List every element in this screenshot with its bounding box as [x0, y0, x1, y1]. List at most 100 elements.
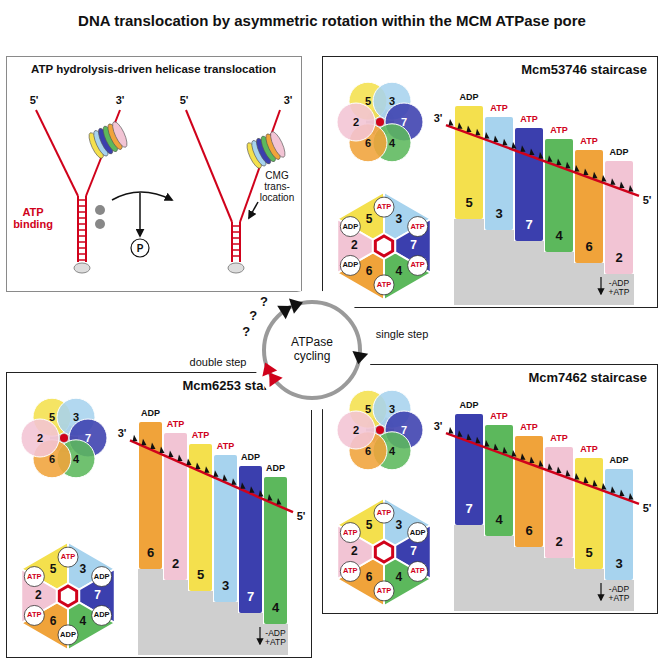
callout-label: 3: [222, 579, 229, 593]
nucleotide-site: [374, 275, 394, 295]
callout-label: 4: [396, 571, 403, 584]
dna-strand: [36, 110, 78, 196]
subunit-bar: [605, 161, 633, 274]
nucleotide-tick: [620, 182, 625, 189]
nucleotide-tick: [169, 451, 174, 458]
nucleotide-tick: [494, 443, 499, 450]
callout-label: ATP: [377, 281, 391, 289]
callout-label: 5': [643, 502, 652, 514]
callout-label: 3': [284, 94, 293, 106]
base-pair: [232, 231, 240, 233]
staircase-figure: [337, 390, 639, 611]
callout-label: ATP binding: [8, 206, 58, 230]
base-pair: [78, 211, 86, 213]
panel-heading: ATP hydrolysis-driven helicase transloca…: [13, 63, 294, 76]
nucleotide-tick: [503, 139, 508, 146]
nucleotide-tick: [539, 460, 544, 467]
nucleotide-site: [92, 567, 112, 587]
nucleotide-tick: [467, 434, 472, 441]
callout-label: 5: [465, 196, 472, 210]
cycle-arc: [264, 302, 360, 398]
callout-label: 7: [410, 545, 417, 558]
cycle-arrowhead: [289, 299, 303, 314]
callout-label: single step: [376, 328, 429, 340]
callout-label: 3: [73, 411, 79, 423]
base-pair: [232, 255, 240, 257]
hexagon-segment: [384, 559, 431, 607]
callout-label: 3': [118, 427, 127, 439]
dna-strand: [240, 110, 280, 222]
base-pair: [78, 253, 86, 255]
callout-label: 3: [495, 207, 502, 221]
density-subunit: [337, 411, 375, 449]
base-pair: [232, 237, 240, 239]
exchange-arrow: [259, 627, 260, 644]
bead: [74, 263, 90, 273]
subunit-bar: [164, 433, 187, 580]
callout-label: ATP: [61, 553, 75, 561]
base-pair: [78, 235, 86, 237]
callout-label: 5: [49, 411, 55, 423]
subunit-bar: [485, 117, 513, 230]
nucleotide-tick: [494, 135, 499, 142]
callout-label: 2: [172, 557, 179, 571]
nucleotide-site: [408, 561, 428, 581]
atp-molecule: [95, 219, 105, 229]
nucleotide-tick: [539, 152, 544, 159]
callout-label: ATP: [377, 509, 391, 517]
stair-step: [484, 536, 514, 611]
reaction-arrow: [112, 192, 172, 200]
helicase-subunit: [110, 120, 130, 149]
callout-label: 7: [401, 116, 407, 128]
nucleotide-tick: [214, 470, 219, 477]
callout-label: ATP: [550, 126, 567, 136]
nucleotide-tick: [178, 454, 183, 461]
nucleotide-site: [24, 605, 44, 625]
callout-label: 2: [555, 535, 562, 549]
callout-label: 5: [197, 568, 204, 582]
nucleotide-tick: [449, 119, 454, 126]
atp-molecule: [95, 205, 105, 215]
base-pair: [78, 259, 86, 261]
nucleotide-tick: [476, 437, 481, 444]
nucleotide-tick: [611, 486, 616, 493]
callout-label: 5': [180, 94, 189, 106]
callout-label: 7: [401, 424, 407, 436]
callout-label: 4: [495, 513, 502, 527]
callout-label: 5': [30, 94, 39, 106]
callout-label: 7: [525, 218, 532, 232]
callout-label: 3: [389, 403, 395, 415]
callout-label: 6: [49, 453, 55, 465]
density-subunit: [21, 419, 59, 457]
callout-label: 3: [396, 214, 403, 227]
nucleotide-site: [340, 561, 360, 581]
base-pair: [78, 205, 86, 207]
stair-step: [514, 241, 544, 305]
schematic-panel: ATP hydrolysis-driven helicase transloca…: [6, 56, 302, 292]
nucleotide-tick: [530, 457, 535, 464]
nucleotide-tick: [241, 482, 246, 489]
callout-label: ADP: [266, 464, 285, 474]
callout-label: ADP: [609, 148, 628, 158]
subunit-bar: [455, 414, 483, 525]
stair-step: [544, 558, 574, 611]
callout-label: 6: [366, 571, 373, 584]
callout-label: 5: [366, 214, 373, 227]
nucleotide-site: [408, 217, 428, 237]
bead: [228, 263, 244, 273]
callout-label: 5: [365, 403, 371, 415]
nucleotide-tick: [268, 494, 273, 501]
callout-label: ATP: [410, 261, 424, 269]
nucleotide-tick: [458, 122, 463, 129]
callout-label: 7: [410, 239, 417, 252]
stair-step: [454, 525, 484, 611]
nucleotide-tick: [575, 165, 580, 172]
subunit-bar: [515, 436, 543, 547]
subunit-bar: [545, 139, 573, 252]
callout-label: ADP: [459, 401, 478, 411]
nucleotide-tick: [503, 447, 508, 454]
dna-pore: [375, 542, 392, 562]
base-pair: [78, 223, 86, 225]
callout-label: ATP: [192, 431, 209, 441]
